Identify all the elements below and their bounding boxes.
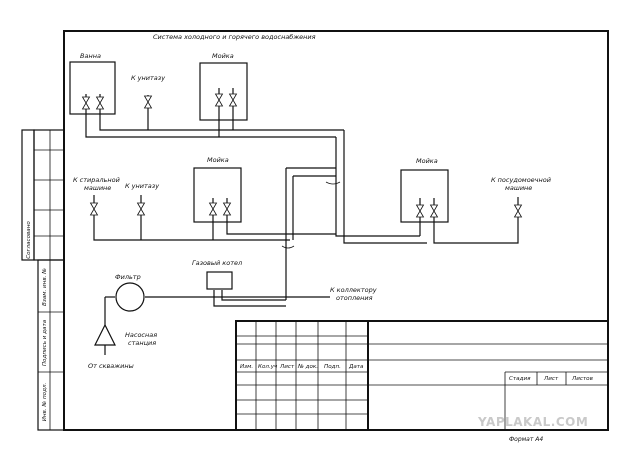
heating-label: К коллектору отопления [330, 286, 379, 302]
sink-mid-box [193, 167, 242, 223]
sink-top-box [199, 62, 248, 121]
filter-label: Фильтр [115, 273, 141, 281]
col-kol-uch: Кол.уч [258, 364, 278, 370]
sink-top-label: Мойка [212, 52, 234, 60]
col-izm: Изм. [240, 364, 253, 370]
sink-mid-label: Мойка [207, 156, 229, 164]
washer-label: К стиральной машине [73, 176, 122, 192]
toilet-top-label: К унитазу [131, 74, 165, 82]
sink-right-box [400, 169, 449, 223]
boiler-label: Газовый котел [192, 259, 242, 267]
dishwasher-label: К посудомоечной машине [491, 176, 553, 192]
sheet-label: Лист [543, 376, 559, 382]
well-label: От скважины [88, 362, 134, 370]
toilet-mid-label: К унитазу [125, 182, 159, 190]
format-label: Формат А4 [509, 436, 543, 443]
stage-label: Стадия [509, 376, 531, 382]
filter-symbol [115, 282, 145, 312]
title-block [235, 320, 609, 431]
stamp-sign-date: Подпись и дата [42, 319, 48, 366]
boiler-box [206, 271, 233, 290]
diagram-title: Система холодного и горячего водоснабжен… [153, 33, 316, 41]
col-data: Дата [348, 364, 364, 370]
side-stamp: Согласовано Взам. инв. № Подпись и дата … [21, 129, 65, 431]
stamp-inv-orig: Инв. № подл. [42, 382, 48, 421]
bath-box [69, 61, 116, 115]
pipes [85, 88, 519, 325]
stamp-inv-replace: Взам. инв. № [42, 268, 48, 306]
col-list: Лист [279, 364, 295, 370]
pump-symbol [94, 323, 116, 346]
col-doc: № док. [297, 364, 318, 370]
sheets-label: Листов [571, 376, 593, 382]
pump-label: Насосная станция [125, 331, 159, 347]
stamp-agreed: Согласовано [26, 221, 32, 259]
col-podp: Подп. [324, 364, 341, 370]
bath-label: Ванна [80, 52, 101, 60]
sink-right-label: Мойка [416, 157, 438, 165]
watermark: YAPLAKAL.COM [477, 415, 588, 429]
